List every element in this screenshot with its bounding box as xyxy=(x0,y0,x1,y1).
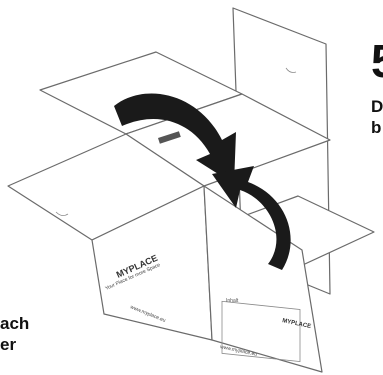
left-caption-line-1: ach xyxy=(0,314,29,333)
label-title: Inhalt xyxy=(226,298,239,304)
step-text-line-2: b xyxy=(371,118,381,137)
left-caption-line-2: er xyxy=(0,335,16,354)
left-caption: ach er xyxy=(0,313,29,355)
step-text-line-1: D xyxy=(371,97,383,116)
step-text: D b xyxy=(371,96,383,138)
step-number: 5 xyxy=(371,38,383,84)
